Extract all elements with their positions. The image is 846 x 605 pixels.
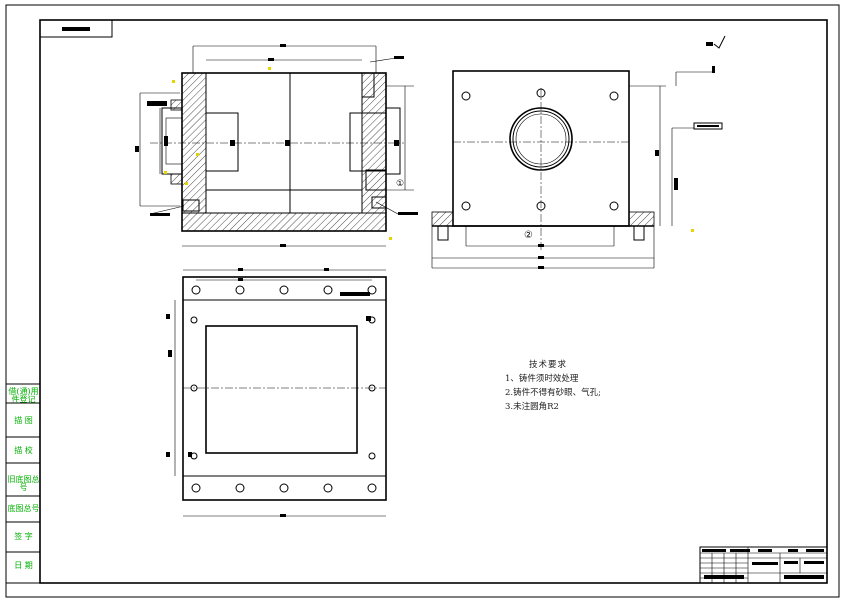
side-cell-base-number: 底图总号 [7,504,40,513]
side-view [431,35,726,269]
outer-border [5,4,840,598]
side-cell-tracing: 描 图 [14,416,33,425]
requirement-item: 2.铸件不得有砂眼、气孔; [505,388,601,398]
requirement-item: 1、铸件须时效处理 [505,374,579,384]
plan-holes [190,285,377,493]
side-view-holes [461,88,619,211]
plan-opening [205,325,358,454]
bottom-plate-section [181,212,387,232]
side-column [5,383,41,584]
technical-requirements: 技术要求 1、铸件须时效处理 2.铸件不得有砂眼、气孔; 3.未注圆角R2 [505,358,601,414]
drawing-number-box [39,19,113,38]
technical-requirements-title: 技术要求 [529,360,568,370]
drawing-number-mark [62,27,90,31]
inner-frame [39,19,828,584]
side-cell-old-base-number: 旧底图总号 [7,475,40,492]
side-cell-date: 日 期 [14,561,33,570]
side-cell-signature: 签 字 [14,532,33,541]
circled-label-2: ② [524,230,533,241]
side-cell-tracing-check: 描 校 [14,446,33,455]
bore-outer-circle [509,107,573,171]
plan-view [166,268,387,517]
requirement-item: 3.未注圆角R2 [505,402,559,412]
front-section-view [135,44,418,247]
circled-label-1: ① [396,179,404,189]
side-cell-borrowed-parts: 借(通)用件登记 [8,387,39,404]
title-block [699,546,828,584]
